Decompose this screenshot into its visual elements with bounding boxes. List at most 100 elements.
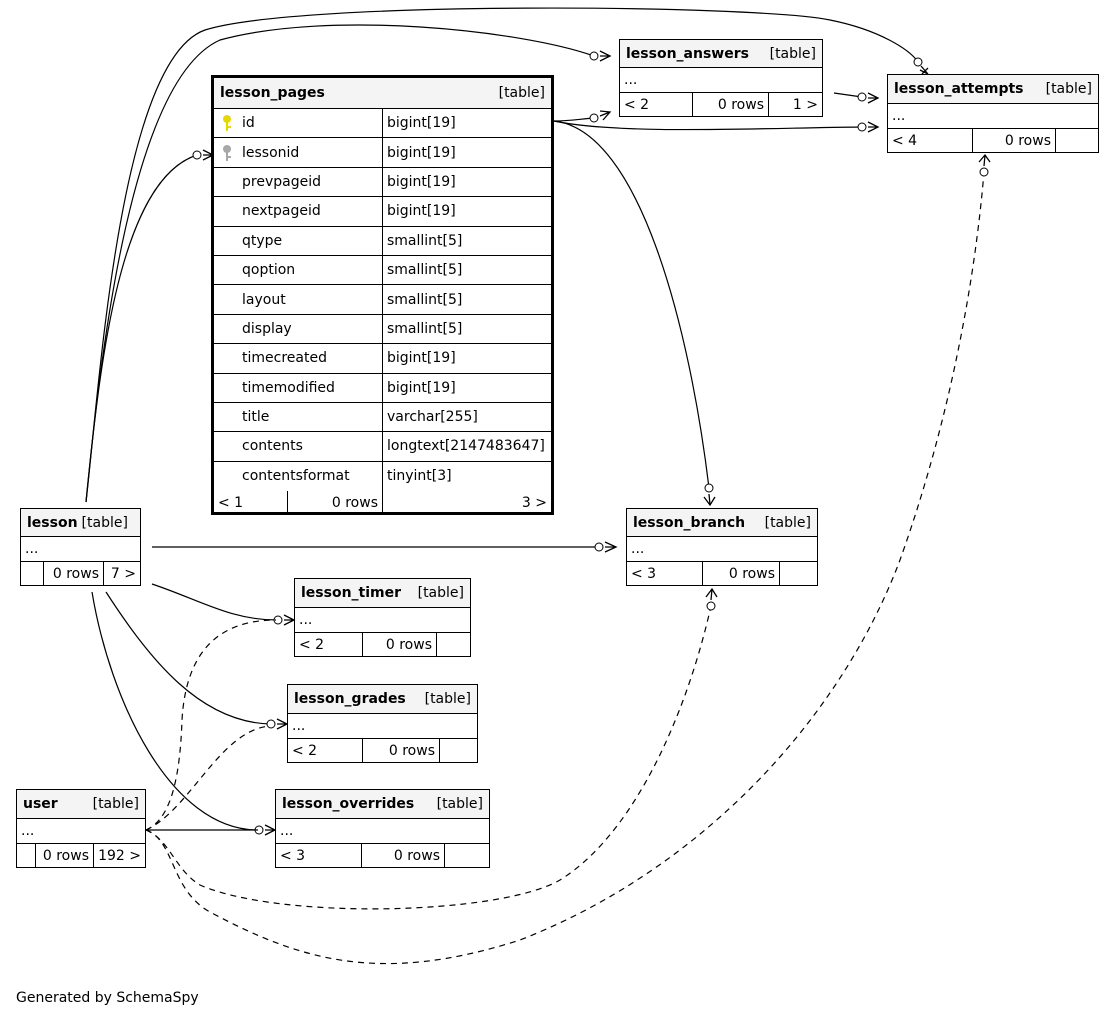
column-type: smallint[5] — [382, 255, 551, 285]
column-name: timecreated — [242, 350, 327, 367]
column-name: id — [242, 115, 255, 132]
column-type: bigint[19] — [382, 167, 551, 197]
row-count: 0 rows — [361, 844, 444, 867]
table-footer: < 2 0 rows — [295, 633, 470, 656]
parents-link[interactable]: < 1 — [218, 495, 244, 512]
column-name: lessonid — [242, 144, 300, 161]
parents-link[interactable]: < 2 — [624, 96, 650, 113]
table-type: [table] — [92, 796, 139, 812]
row-count: 0 rows — [287, 491, 382, 516]
column-type: bigint[19] — [382, 109, 551, 138]
table-name: lesson_attempts — [894, 81, 1024, 97]
table-header: lesson_pages [table] — [214, 78, 551, 109]
table-type: [table] — [764, 514, 811, 531]
children-link[interactable]: 1 > — [768, 93, 822, 116]
children-link[interactable] — [1055, 129, 1098, 152]
foreign-key-icon — [218, 144, 236, 162]
table-lesson-attempts[interactable]: lesson_attempts [table] ... < 4 0 rows — [887, 74, 1099, 153]
table-header: lesson_branch [table] — [627, 509, 817, 537]
table-lesson-timer[interactable]: lesson_timer [table] ... < 2 0 rows — [294, 578, 471, 657]
table-lesson-overrides[interactable]: lesson_overrides [table] ... < 3 0 rows — [275, 789, 490, 868]
table-footer: 0 rows 7 > — [21, 562, 140, 585]
table-footer: < 3 0 rows — [627, 562, 817, 585]
table-type: [table] — [769, 45, 816, 62]
relation-user-to-lesson-timer — [145, 619, 277, 831]
table-lesson-grades[interactable]: lesson_grades [table] ... < 2 0 rows — [287, 684, 478, 763]
ellipsis-row: ... — [631, 541, 645, 557]
children-link[interactable]: 192 > — [93, 844, 145, 867]
table-footer: < 2 0 rows — [288, 739, 477, 762]
column-name-cell: contentsformat — [214, 462, 382, 491]
parents-link[interactable]: < 2 — [299, 636, 325, 653]
row-count: 0 rows — [702, 562, 779, 585]
column-name-cell: qtype — [214, 227, 382, 255]
table-type: [table] — [424, 691, 471, 707]
children-link[interactable] — [436, 633, 470, 656]
column-name-cell: contents — [214, 432, 382, 460]
table-footer: < 2 0 rows 1 > — [620, 93, 822, 116]
table-type: [table] — [436, 796, 483, 812]
parents-link[interactable] — [21, 562, 43, 585]
parents-link[interactable]: < 3 — [631, 565, 657, 582]
children-link[interactable] — [444, 844, 489, 867]
table-body: ... — [21, 537, 140, 562]
column-name-cell: display — [214, 315, 382, 343]
children-link[interactable] — [439, 739, 477, 762]
column-name: title — [242, 409, 270, 426]
relation-lesson-to-lesson-timer — [151, 583, 296, 626]
table-body: ... — [288, 714, 477, 739]
relation-lesson-to-lesson-pages — [85, 149, 215, 503]
ellipsis-row: ... — [280, 823, 294, 839]
table-user[interactable]: user [table] ... 0 rows 192 > — [16, 789, 146, 868]
table-lesson-answers[interactable]: lesson_answers [table] ... < 2 0 rows 1 … — [619, 39, 823, 117]
table-body: ... — [620, 68, 822, 93]
ellipsis-row: ... — [21, 823, 35, 839]
row-count: 0 rows — [972, 129, 1055, 152]
table-body: ... — [295, 608, 470, 633]
column-type: bigint[19] — [382, 138, 551, 167]
table-body: ... — [276, 819, 489, 844]
parents-link[interactable]: < 2 — [292, 742, 318, 759]
relation-lesson-pages-to-lesson-branch — [553, 120, 716, 507]
table-lesson[interactable]: lesson [table] ... 0 rows 7 > — [20, 508, 141, 586]
column-name-cell: timecreated — [214, 344, 382, 372]
table-type: [table] — [1045, 81, 1092, 97]
ellipsis-row: ... — [892, 108, 906, 124]
column-row[interactable]: lessonid bigint[19] — [214, 138, 551, 168]
ellipsis-row: ... — [25, 541, 39, 557]
children-link[interactable]: 3 > — [382, 491, 551, 516]
row-count: 0 rows — [362, 739, 439, 762]
primary-key-icon — [218, 114, 236, 132]
children-link[interactable]: 7 > — [103, 562, 140, 585]
relation-lesson-to-lesson-grades — [105, 591, 289, 730]
table-header: lesson_attempts [table] — [888, 75, 1098, 104]
parents-link[interactable]: < 3 — [280, 847, 306, 864]
column-type: bigint[19] — [382, 197, 551, 226]
column-name-cell: timemodified — [214, 374, 382, 402]
column-type: smallint[5] — [382, 314, 551, 344]
table-name: lesson_answers — [626, 45, 749, 62]
children-link[interactable] — [779, 562, 817, 585]
column-row[interactable]: id bigint[19] — [214, 109, 551, 139]
parents-link[interactable]: < 4 — [892, 132, 918, 149]
parents-link[interactable] — [17, 844, 35, 867]
table-body: ... — [888, 104, 1098, 129]
table-footer: < 4 0 rows — [888, 129, 1098, 152]
table-lesson-branch[interactable]: lesson_branch [table] ... < 3 0 rows — [626, 508, 818, 586]
relation-lesson-to-lesson-branch — [152, 541, 618, 553]
column-type: longtext[2147483647] — [382, 432, 551, 461]
table-name: user — [23, 796, 58, 812]
